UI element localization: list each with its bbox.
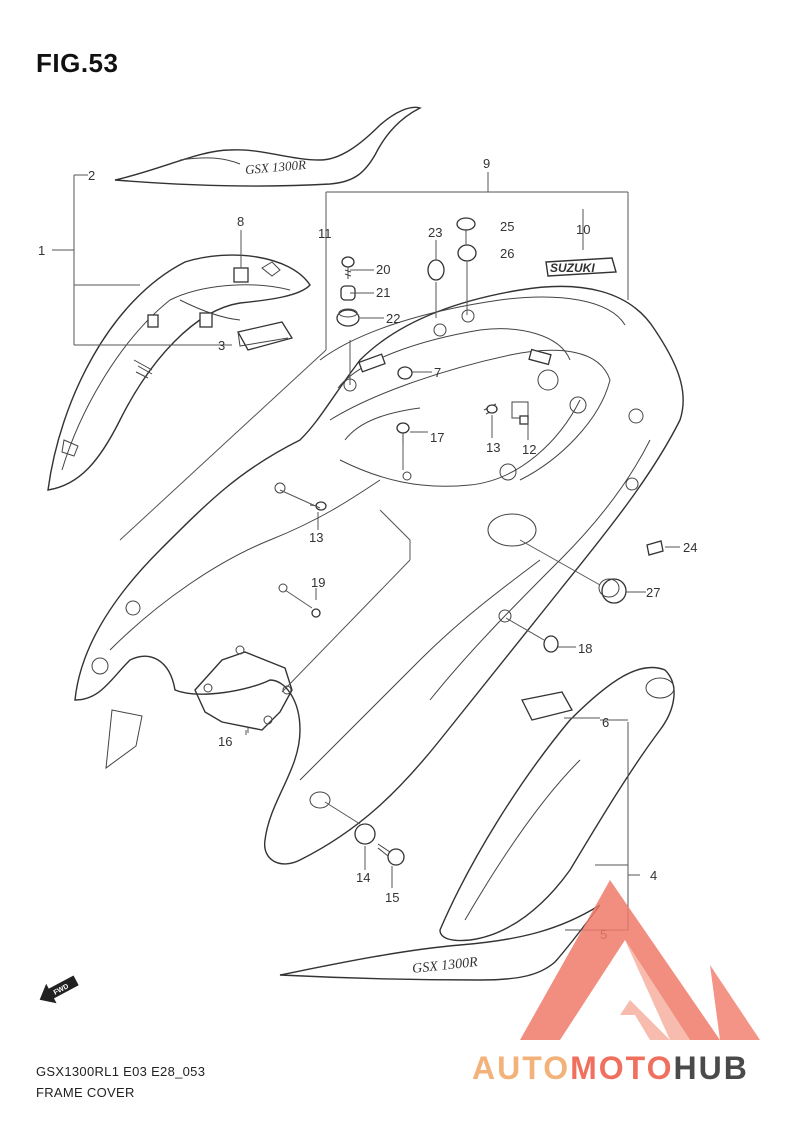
part-label-19: 19 bbox=[311, 575, 325, 590]
part-label-6: 6 bbox=[602, 715, 609, 730]
model-code: GSX1300RL1 E03 E28_053 bbox=[36, 1064, 206, 1079]
frame-cover-body bbox=[74, 285, 684, 865]
clip-slot bbox=[147, 314, 159, 328]
right-side-cover bbox=[439, 666, 675, 942]
cover-clip bbox=[233, 261, 281, 283]
left-side-cover bbox=[47, 254, 311, 491]
watermark-part-moto: MOTO bbox=[570, 1050, 674, 1086]
part-label-1: 1 bbox=[38, 243, 45, 258]
part-label-13b: 13 bbox=[309, 530, 323, 545]
automotohub-watermark-logo bbox=[520, 880, 760, 1040]
automotohub-watermark-text: AUTOMOTOHUB bbox=[472, 1050, 749, 1087]
part-label-11: 11 bbox=[318, 226, 332, 241]
part-label-21: 21 bbox=[376, 285, 390, 300]
part-label-22: 22 bbox=[386, 311, 400, 326]
gsx-decal-bottom-text: GSX 1300R bbox=[412, 955, 479, 977]
part-label-15: 15 bbox=[385, 890, 399, 905]
part-label-7: 7 bbox=[434, 365, 441, 380]
part-label-8: 8 bbox=[237, 214, 244, 229]
watermark-part-auto: AUTO bbox=[472, 1050, 571, 1086]
part-label-17: 17 bbox=[430, 430, 444, 445]
part-label-26: 26 bbox=[500, 246, 514, 261]
fwd-label: FWD bbox=[53, 983, 70, 997]
mounting-bracket bbox=[194, 645, 293, 731]
part-label-14: 14 bbox=[356, 870, 370, 885]
part-label-24: 24 bbox=[683, 540, 697, 555]
seat-rail-rim bbox=[337, 328, 571, 441]
part-label-27: 27 bbox=[646, 585, 660, 600]
part-label-18: 18 bbox=[578, 641, 592, 656]
figure-title: FIG.53 bbox=[36, 48, 119, 78]
clip-slot bbox=[199, 312, 213, 328]
watermark-part-hub: HUB bbox=[673, 1050, 749, 1086]
part-label-2: 2 bbox=[88, 168, 95, 183]
part-number-labels: 1 2 3 4 5 6 7 8 9 10 11 12 13 13 14 15 1… bbox=[38, 156, 697, 942]
part-label-3: 3 bbox=[218, 338, 225, 353]
part-label-12: 12 bbox=[522, 442, 536, 457]
part-label-25: 25 bbox=[500, 219, 514, 234]
figure-name: FRAME COVER bbox=[36, 1085, 135, 1100]
suzuki-emblem: SUZUKI bbox=[545, 257, 617, 277]
forward-arrow-icon: FWD bbox=[39, 975, 79, 1004]
gsx-decal-top-text: GSX 1300R bbox=[244, 157, 306, 177]
part-label-9: 9 bbox=[483, 156, 490, 171]
gsx-decal-top: GSX 1300R bbox=[114, 106, 422, 187]
suzuki-emblem-text: SUZUKI bbox=[550, 261, 595, 275]
part-label-10: 10 bbox=[576, 222, 590, 237]
hardware-parts bbox=[237, 217, 664, 866]
part-label-16: 16 bbox=[218, 734, 232, 749]
part-label-13a: 13 bbox=[486, 440, 500, 455]
part-label-4: 4 bbox=[650, 868, 657, 883]
part-label-20: 20 bbox=[376, 262, 390, 277]
part-label-23: 23 bbox=[428, 225, 442, 240]
leader-lines bbox=[52, 172, 680, 931]
